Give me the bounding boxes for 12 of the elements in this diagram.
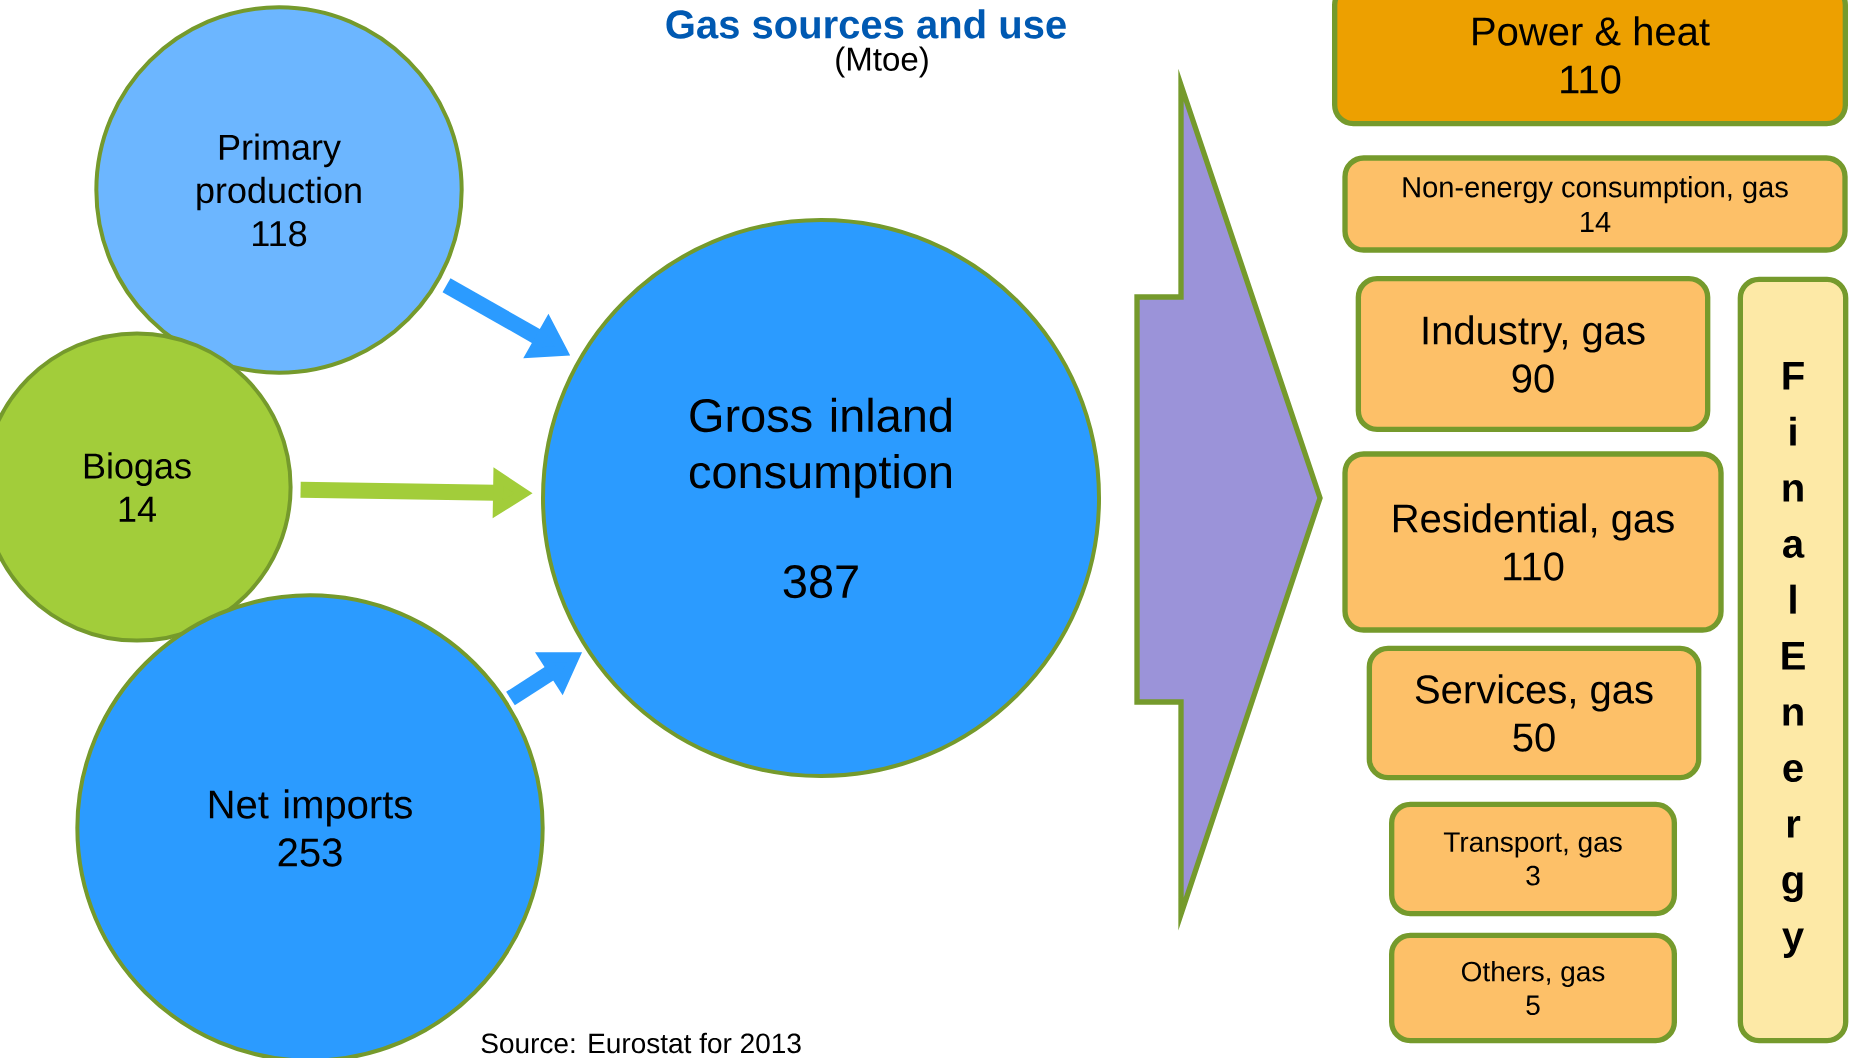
rounded-box: Transport, gas 3 — [1389, 801, 1677, 917]
circle-node: Gross inland consumption 387 — [541, 218, 1101, 778]
title: Gas sources and use — [666, 9, 1066, 39]
rounded-box: Services, gas 50 — [1366, 645, 1702, 781]
rounded-box: Power & heat 110 — [1332, 0, 1848, 127]
circle-node: Primary production 118 — [94, 5, 464, 375]
rounded-box: Residential, gas 110 — [1342, 451, 1724, 633]
rounded-box: Industry, gas 90 — [1355, 276, 1711, 432]
vertical-band: Final Energy — [1737, 276, 1849, 1044]
unit-label: (Mtoe) — [836, 46, 928, 78]
rounded-box: Non-energy consumption, gas 14 — [1342, 155, 1848, 253]
rounded-box: Others, gas 5 — [1389, 932, 1677, 1044]
